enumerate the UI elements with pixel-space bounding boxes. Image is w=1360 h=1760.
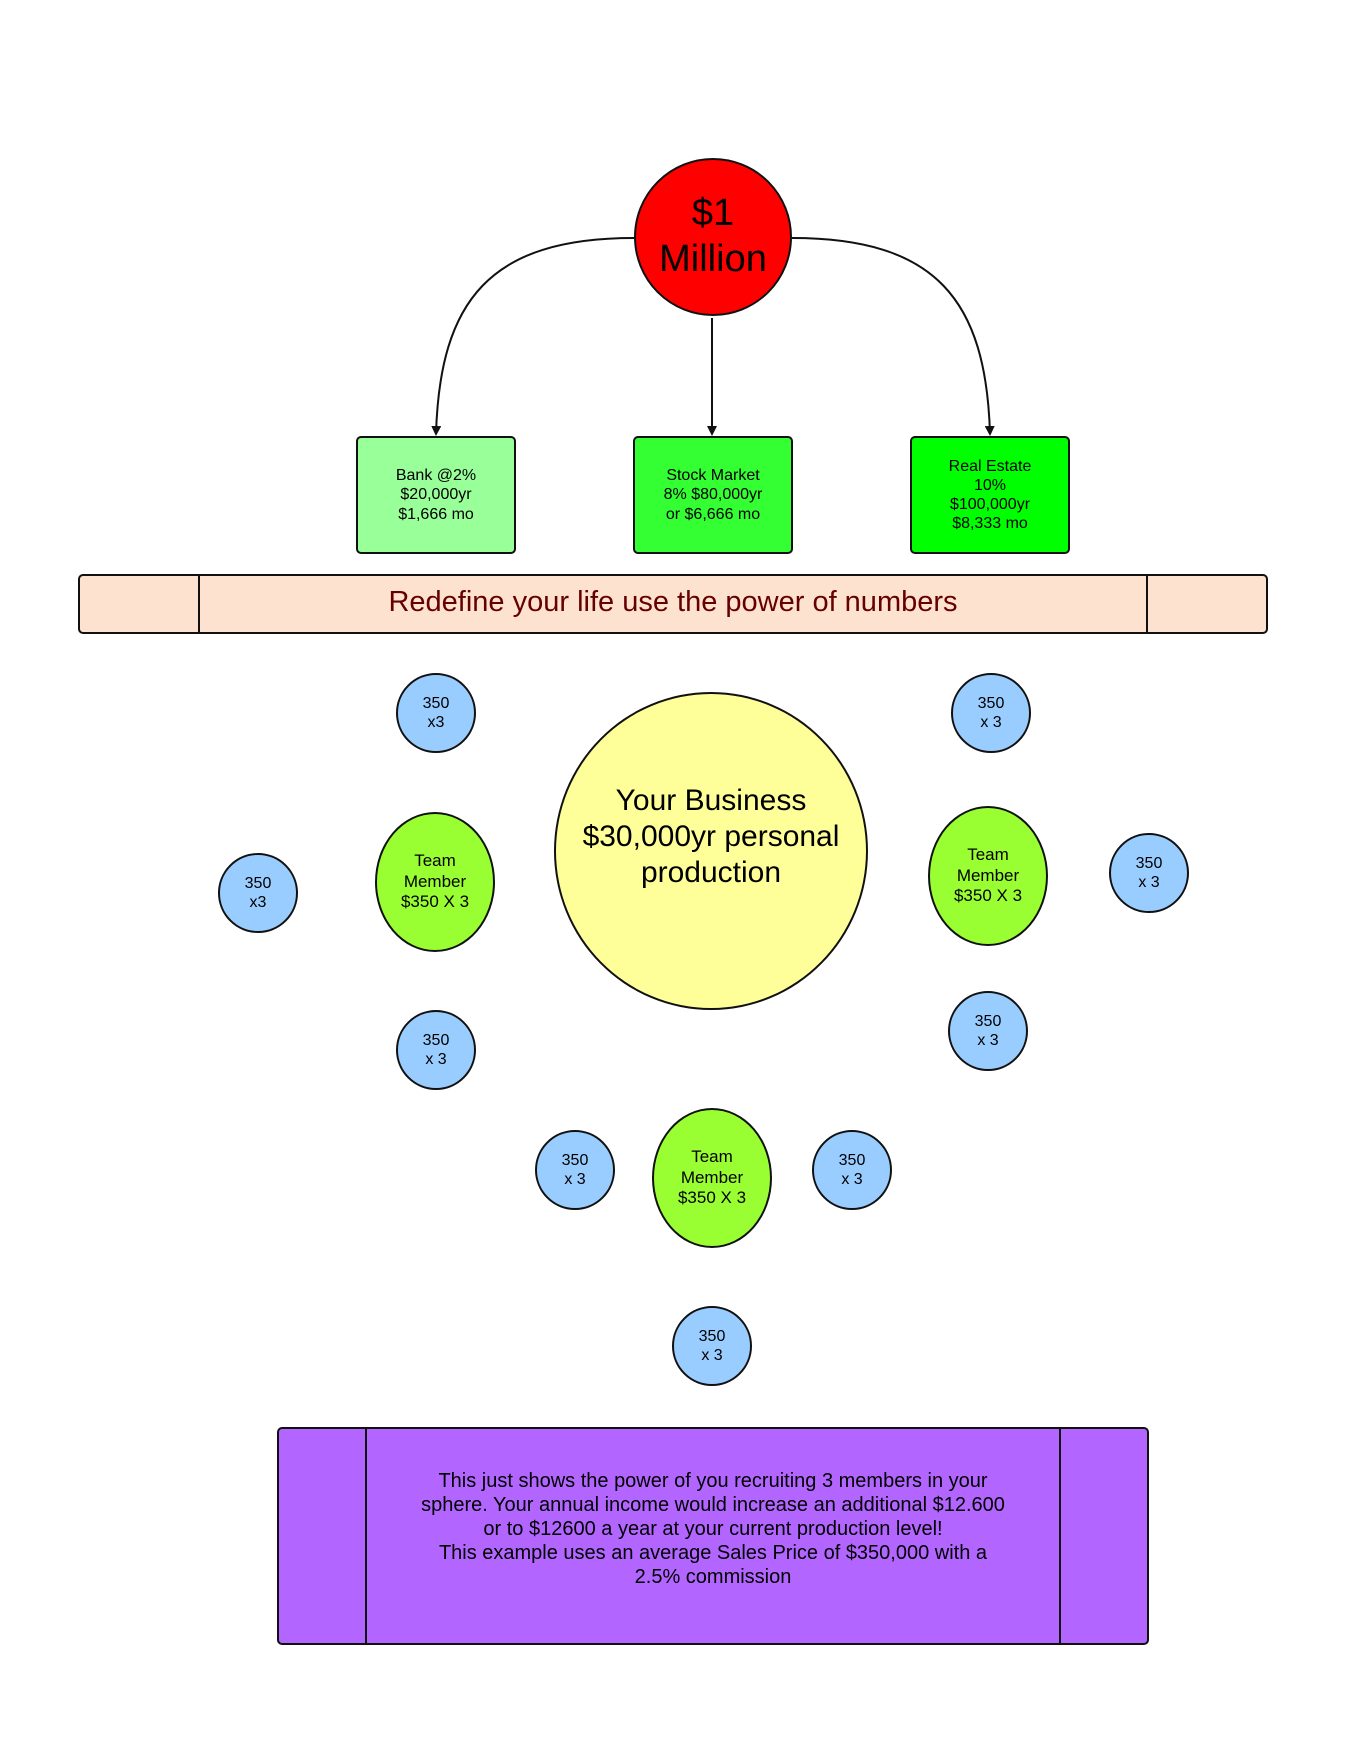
million-amount: $1	[691, 192, 735, 235]
sub-line: 350	[561, 1151, 589, 1169]
sub-line: 350	[974, 1012, 1002, 1030]
arrow-to-realestate	[791, 237, 995, 436]
member-line: Team	[691, 1147, 733, 1167]
sub-line: 350	[244, 874, 272, 892]
option-line: $8,333 mo	[952, 515, 1028, 533]
team-member-left: Team Member $350 X 3	[375, 812, 495, 952]
member-line: $350 X 3	[400, 892, 470, 912]
business-line: $30,000yr personal	[582, 820, 840, 853]
option-real-estate: Real Estate 10% $100,000yr $8,333 mo	[910, 436, 1070, 554]
option-line: or $6,666 mo	[665, 505, 761, 523]
sub-line: 350	[422, 694, 450, 712]
sub-line: 350	[422, 1031, 450, 1049]
sub-line: x 3	[980, 714, 1002, 731]
option-line: $1,666 mo	[398, 505, 474, 523]
sub-node: 350 x 3	[1109, 833, 1189, 913]
sub-line: x 3	[564, 1171, 586, 1188]
arrow-to-bank	[431, 237, 635, 436]
million-label: Million	[659, 238, 767, 280]
note-text: This just shows the power of you recruit…	[367, 1429, 1059, 1643]
member-line: Member	[403, 871, 467, 891]
note-line: This just shows the power of you recruit…	[438, 1470, 988, 1492]
member-line: Member	[956, 865, 1020, 885]
team-member-bottom: Team Member $350 X 3	[652, 1108, 772, 1248]
member-line: $350 X 3	[953, 886, 1023, 906]
sub-node: 350 x 3	[396, 1010, 476, 1090]
note-box: This just shows the power of you recruit…	[277, 1427, 1149, 1645]
banner: Redefine your life use the power of numb…	[78, 574, 1268, 634]
sub-node: 350 x 3	[672, 1306, 752, 1386]
note-line: sphere. Your annual income would increas…	[421, 1494, 1005, 1516]
member-line: Team	[967, 845, 1009, 865]
option-stock-market: Stock Market 8% $80,000yr or $6,666 mo	[633, 436, 793, 554]
sub-line: x3	[427, 714, 445, 731]
sub-line: 350	[838, 1151, 866, 1169]
note-left-cell	[279, 1429, 367, 1643]
sub-node: 350 x 3	[951, 673, 1031, 753]
sub-line: x 3	[425, 1051, 447, 1068]
member-line: $350 X 3	[677, 1188, 747, 1208]
option-line: 8% $80,000yr	[663, 486, 763, 504]
note-right-cell	[1059, 1429, 1147, 1643]
option-line: $20,000yr	[400, 486, 472, 504]
team-member-right: Team Member $350 X 3	[928, 806, 1048, 946]
sub-node: 350 x3	[218, 853, 298, 933]
sub-node: 350 x 3	[812, 1130, 892, 1210]
sub-node: 350 x3	[396, 673, 476, 753]
note-line: This example uses an average Sales Price…	[438, 1542, 988, 1564]
million-node: $1 Million	[634, 158, 792, 316]
sub-line: x 3	[1138, 874, 1160, 891]
sub-line: 350	[698, 1327, 726, 1345]
banner-left-cell	[80, 576, 200, 632]
note-line: 2.5% commission	[634, 1566, 792, 1588]
business-line: production	[640, 856, 782, 889]
option-line: $100,000yr	[949, 496, 1031, 513]
business-line: Your Business	[615, 784, 807, 817]
note-line: or to $12600 a year at your current prod…	[483, 1518, 943, 1540]
business-node: Your Business $30,000yr personal product…	[554, 692, 868, 1010]
sub-line: 350	[1135, 854, 1163, 872]
option-bank: Bank @2% $20,000yr $1,666 mo	[356, 436, 516, 554]
sub-line: x 3	[841, 1171, 863, 1188]
sub-node: 350 x 3	[535, 1130, 615, 1210]
option-line: Real Estate	[948, 457, 1032, 475]
sub-line: x 3	[977, 1032, 999, 1049]
banner-middle-cell: Redefine your life use the power of numb…	[200, 576, 1146, 632]
sub-line: 350	[977, 694, 1005, 712]
member-line: Team	[414, 851, 456, 871]
sub-line: x3	[249, 894, 267, 911]
sub-node: 350 x 3	[948, 991, 1028, 1071]
banner-text: Redefine your life use the power of numb…	[388, 585, 958, 618]
option-line: Stock Market	[666, 467, 760, 485]
banner-right-cell	[1146, 576, 1266, 632]
option-line: Bank @2%	[395, 467, 477, 485]
option-line: 10%	[973, 476, 1007, 494]
member-line: Member	[680, 1167, 744, 1187]
sub-line: x 3	[701, 1347, 723, 1364]
